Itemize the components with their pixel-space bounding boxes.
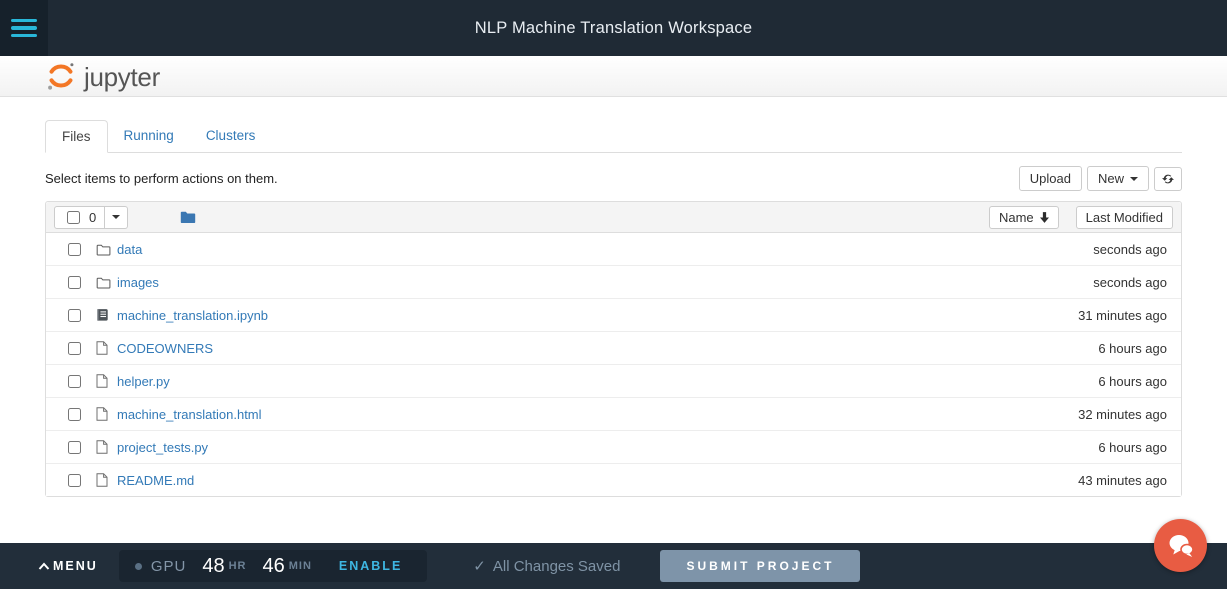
refresh-icon <box>1161 172 1175 186</box>
row-checkbox[interactable] <box>68 408 81 421</box>
file-link[interactable]: data <box>117 242 142 257</box>
gpu-hours-unit: HR <box>229 560 247 572</box>
upload-button[interactable]: Upload <box>1019 166 1082 191</box>
row-checkbox[interactable] <box>68 342 81 355</box>
file-icon <box>96 341 108 355</box>
chevron-down-icon <box>1130 177 1138 181</box>
row-checkbox[interactable] <box>68 474 81 487</box>
breadcrumb-folder[interactable] <box>180 210 196 224</box>
action-row: Select items to perform actions on them.… <box>45 166 1182 191</box>
refresh-button[interactable] <box>1154 167 1182 191</box>
file-row: helper.py 6 hours ago <box>46 364 1181 397</box>
select-hint: Select items to perform actions on them. <box>45 171 278 186</box>
file-modified: 43 minutes ago <box>1078 473 1167 488</box>
file-row: project_tests.py 6 hours ago <box>46 430 1181 463</box>
file-link[interactable]: images <box>117 275 159 290</box>
file-list: data seconds ago images seconds ago <box>46 233 1181 496</box>
chat-bubbles-icon <box>1167 533 1195 559</box>
sort-name-label: Name <box>999 210 1034 225</box>
file-icon <box>96 440 108 454</box>
save-status-label: All Changes Saved <box>493 558 621 575</box>
file-link[interactable]: CODEOWNERS <box>117 341 213 356</box>
jupyter-wordmark: jupyter <box>84 62 160 93</box>
gpu-hours-value: 48 <box>202 555 224 578</box>
file-icon <box>96 473 108 487</box>
row-checkbox[interactable] <box>68 441 81 454</box>
tab-running[interactable]: Running <box>108 120 190 152</box>
file-row: data seconds ago <box>46 233 1181 265</box>
gpu-minutes-unit: MIN <box>289 560 312 572</box>
file-modified: 6 hours ago <box>1098 374 1167 389</box>
jupyter-logo[interactable]: jupyter <box>45 60 160 93</box>
workspace-title: NLP Machine Translation Workspace <box>0 19 1227 38</box>
file-row: machine_translation.ipynb 31 minutes ago <box>46 298 1181 331</box>
jupyter-header: jupyter <box>0 56 1227 97</box>
file-modified: 6 hours ago <box>1098 341 1167 356</box>
file-link[interactable]: machine_translation.ipynb <box>117 308 268 323</box>
file-row: images seconds ago <box>46 265 1181 298</box>
select-all-checkbox[interactable] <box>67 211 80 224</box>
menu-toggle[interactable]: MENU <box>38 559 98 573</box>
gpu-enable-button[interactable]: ENABLE <box>339 559 402 573</box>
folder-icon <box>180 210 196 224</box>
row-checkbox[interactable] <box>68 309 81 322</box>
sort-last-modified-button[interactable]: Last Modified <box>1076 206 1173 229</box>
row-checkbox[interactable] <box>68 276 81 289</box>
file-link[interactable]: machine_translation.html <box>117 407 262 422</box>
action-buttons: Upload New <box>1019 166 1182 191</box>
select-all-group: 0 <box>54 206 128 229</box>
tab-clusters[interactable]: Clusters <box>190 120 272 152</box>
gpu-minutes-value: 46 <box>262 555 284 578</box>
submit-project-button[interactable]: SUBMIT PROJECT <box>660 550 860 582</box>
selected-count: 0 <box>89 210 96 225</box>
new-dropdown-button[interactable]: New <box>1087 166 1149 191</box>
select-all-button[interactable]: 0 <box>54 206 105 229</box>
gpu-time-box: GPU 48 HR 46 MIN ENABLE <box>119 550 427 582</box>
sort-descending-icon <box>1040 212 1049 223</box>
list-header: 0 Name <box>46 202 1181 233</box>
file-table: 0 Name <box>45 201 1182 497</box>
tab-bar: Files Running Clusters <box>45 120 1182 153</box>
gpu-label: GPU <box>151 558 187 575</box>
select-dropdown-button[interactable] <box>105 206 128 229</box>
main-content: Files Running Clusters Select items to p… <box>0 120 1227 497</box>
file-modified: 31 minutes ago <box>1078 308 1167 323</box>
checkmark-icon: ✓ <box>473 557 486 575</box>
row-checkbox[interactable] <box>68 243 81 256</box>
file-modified: 6 hours ago <box>1098 440 1167 455</box>
jupyter-logo-icon <box>45 60 77 92</box>
file-link[interactable]: project_tests.py <box>117 440 208 455</box>
menu-label: MENU <box>53 559 98 573</box>
chevron-down-icon <box>112 215 120 219</box>
gpu-status-dot-icon <box>135 563 142 570</box>
file-row: machine_translation.html 32 minutes ago <box>46 397 1181 430</box>
file-row: CODEOWNERS 6 hours ago <box>46 331 1181 364</box>
folder-icon <box>96 243 111 256</box>
file-icon <box>96 374 108 388</box>
sort-controls: Name Last Modified <box>989 206 1173 229</box>
file-icon <box>96 407 108 421</box>
new-dropdown-label: New <box>1098 171 1124 186</box>
top-bar: NLP Machine Translation Workspace <box>0 0 1227 56</box>
tab-files[interactable]: Files <box>45 120 108 153</box>
file-modified: 32 minutes ago <box>1078 407 1167 422</box>
file-link[interactable]: helper.py <box>117 374 170 389</box>
row-checkbox[interactable] <box>68 375 81 388</box>
folder-icon <box>96 276 111 289</box>
file-row: README.md 43 minutes ago <box>46 463 1181 496</box>
file-modified: seconds ago <box>1093 275 1167 290</box>
footer-bar: MENU GPU 48 HR 46 MIN ENABLE ✓ All Chang… <box>0 543 1227 589</box>
notebook-icon <box>96 308 109 322</box>
file-link[interactable]: README.md <box>117 473 194 488</box>
chevron-up-icon <box>38 562 50 571</box>
sort-name-button[interactable]: Name <box>989 206 1059 229</box>
file-modified: seconds ago <box>1093 242 1167 257</box>
save-status: ✓ All Changes Saved <box>473 557 620 575</box>
chat-fab-button[interactable] <box>1154 519 1207 572</box>
